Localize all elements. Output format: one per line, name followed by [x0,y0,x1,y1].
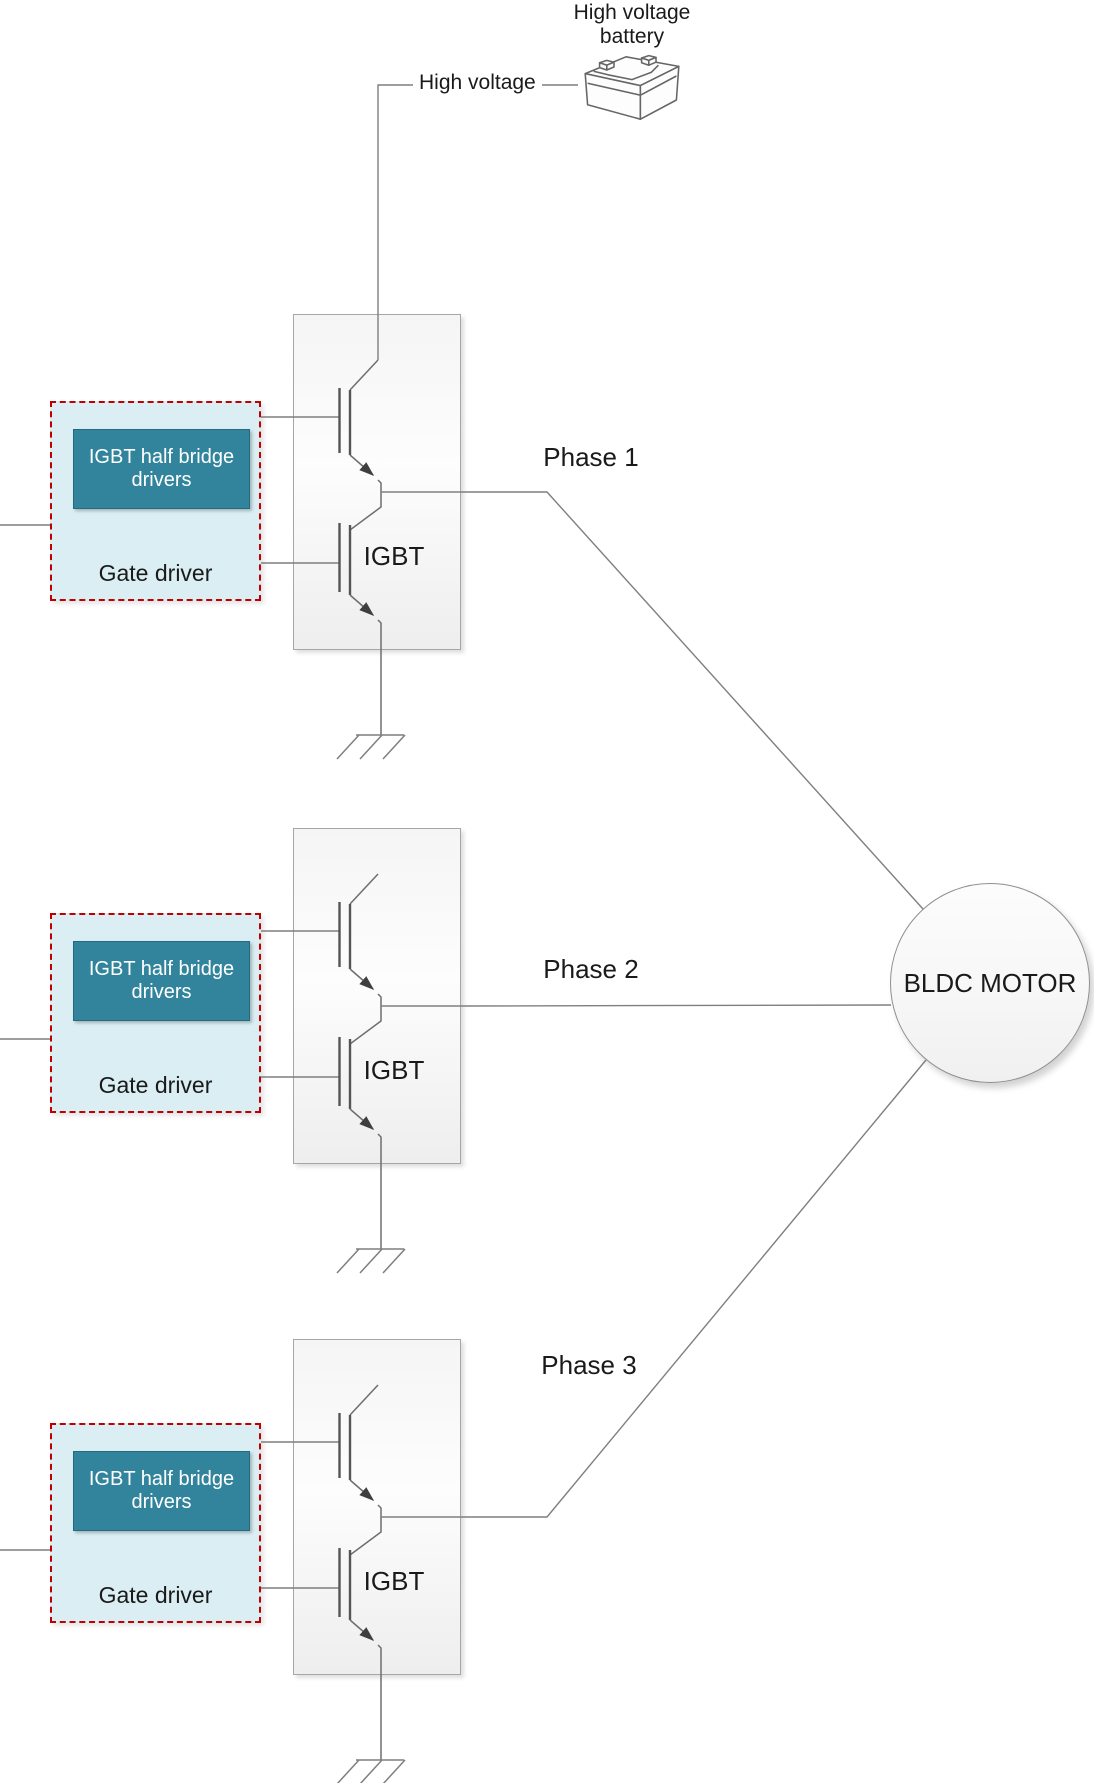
phase1-label: Phase 1 [543,442,639,472]
igbt-half-bridge-drivers-chip: IGBT half bridge drivers [73,941,250,1021]
chip-label: IGBT half bridge drivers [88,958,235,1003]
battery-icon [584,54,680,120]
high-voltage-label: High voltage [413,71,542,95]
phase2-line [460,1004,892,1007]
gate-driver-label: Gate driver [98,1072,213,1098]
high-voltage-battery-label: High voltage battery [573,1,691,49]
phase1-line [461,491,924,910]
igbt-box-phase3 [293,1339,461,1675]
igbt-half-bridge-drivers-chip: IGBT half bridge drivers [73,429,250,509]
igbt-label-2: IGBT [363,1055,425,1085]
chip-label: IGBT half bridge drivers [88,446,235,491]
bldc-motor: BLDC MOTOR [890,883,1090,1083]
phase3-line [461,1059,927,1518]
chip-label: IGBT half bridge drivers [88,1468,235,1513]
igbt-box-phase1 [293,314,461,650]
gate-driver-label: Gate driver [98,1582,213,1608]
gate-driver-box-3: IGBT half bridge drivers Gate driver [50,1423,261,1623]
motor-label: BLDC MOTOR [903,967,1077,998]
igbt-label-3: IGBT [363,1566,425,1596]
gate-driver-label: Gate driver [98,560,213,586]
phase2-label: Phase 2 [543,954,639,984]
igbt-box-phase2 [293,828,461,1164]
gate-driver-box-2: IGBT half bridge drivers Gate driver [50,913,261,1113]
igbt-label-1: IGBT [363,541,425,571]
phase3-label: Phase 3 [541,1350,637,1380]
gate-driver-box-1: IGBT half bridge drivers Gate driver [50,401,261,601]
igbt-half-bridge-drivers-chip: IGBT half bridge drivers [73,1451,250,1531]
